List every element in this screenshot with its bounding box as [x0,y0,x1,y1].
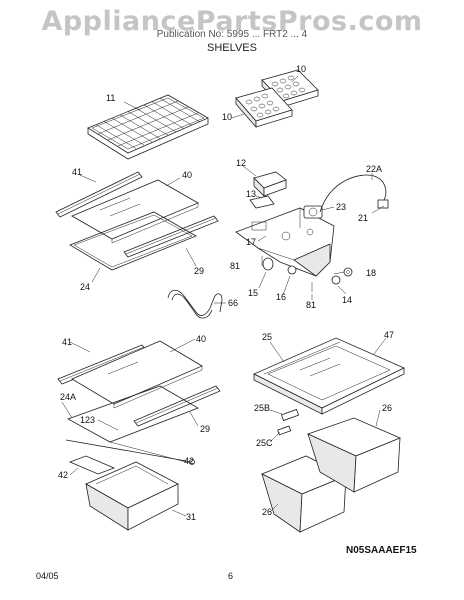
ice-maker-mount-16 [287,265,297,275]
callout-29-lower: 29 [200,424,210,434]
callout-25c: 25C [256,438,273,448]
ice-bucket-cover [253,171,287,197]
callout-12: 12 [236,158,246,168]
footer-page-number: 6 [228,571,234,581]
glass-shelf-upper [71,179,199,244]
meat-drawer [85,461,179,531]
callout-40-upper: 40 [182,170,192,180]
ice-tray-lower [235,87,293,129]
callout-10-upper: 10 [296,64,306,74]
ice-maker-mount-14 [331,275,341,285]
footer-date: 04/05 [36,571,59,581]
callout-14: 14 [342,295,352,305]
crisper-cover-frame [253,337,405,415]
shelf-support-wire [167,289,223,319]
callout-24: 24 [80,282,90,292]
shelf-trim-front-upper [55,171,143,218]
humidity-control-button [277,425,292,436]
callout-81-left: 81 [230,261,240,271]
shelf-trim-rear-upper [123,215,219,258]
callout-29-upper: 29 [194,266,204,276]
callout-24a: 24A [60,392,76,402]
callout-10-lower: 10 [222,112,232,122]
callout-81-right: 81 [306,300,316,310]
wire-shelf [87,94,209,160]
glass-shelf-lower [71,340,203,409]
callout-13: 13 [246,189,256,199]
callout-25: 25 [262,332,272,342]
page-title: SHELVES [207,42,257,54]
callout-40-lower: 40 [196,334,206,344]
callout-42-right: 42 [184,456,194,466]
callout-123: 123 [80,415,95,425]
ice-maker-housing [235,207,335,277]
callout-25b: 25B [254,403,270,413]
callout-41-lower: 41 [62,337,72,347]
ice-maker-wire-harness [319,174,389,213]
valve-fitting [343,267,353,277]
publication-header: Publication No: 5995 ... FRT2 ... 4 [156,29,308,40]
crisper-slide-pair [68,455,116,475]
callout-26-right: 26 [382,403,392,413]
callout-18: 18 [366,268,376,278]
watermark-logo: AppliancePartsPros.com [41,6,423,37]
leader-lines [61,75,387,517]
callout-17: 17 [246,237,256,247]
callout-31: 31 [186,512,196,522]
callout-21: 21 [358,213,368,223]
ice-maker-bulb [262,257,274,271]
ice-maker-motor [303,205,323,219]
ice-chute [249,195,275,209]
callout-47: 47 [384,330,394,340]
shelf-frame-upper [69,211,197,271]
shelf-trim-rear-lower [133,385,221,427]
diagram-code: N05SAAAEF15 [346,545,417,556]
callout-66: 66 [228,298,238,308]
crisper-drawer-right [306,417,402,493]
callout-26-left: 26 [262,507,272,517]
callout-labels: 10 10 11 41 40 29 24 66 12 13 22A 23 21 … [58,64,394,522]
crisper-cover-glass [267,345,391,401]
callout-16: 16 [276,292,286,302]
callout-42-left: 42 [58,470,68,480]
callout-11: 11 [106,93,115,103]
callout-41-upper: 41 [72,167,82,177]
humidity-control-slider [280,408,300,422]
callout-15: 15 [248,288,258,298]
callout-22a: 22A [366,164,382,174]
callout-23: 23 [336,202,346,212]
